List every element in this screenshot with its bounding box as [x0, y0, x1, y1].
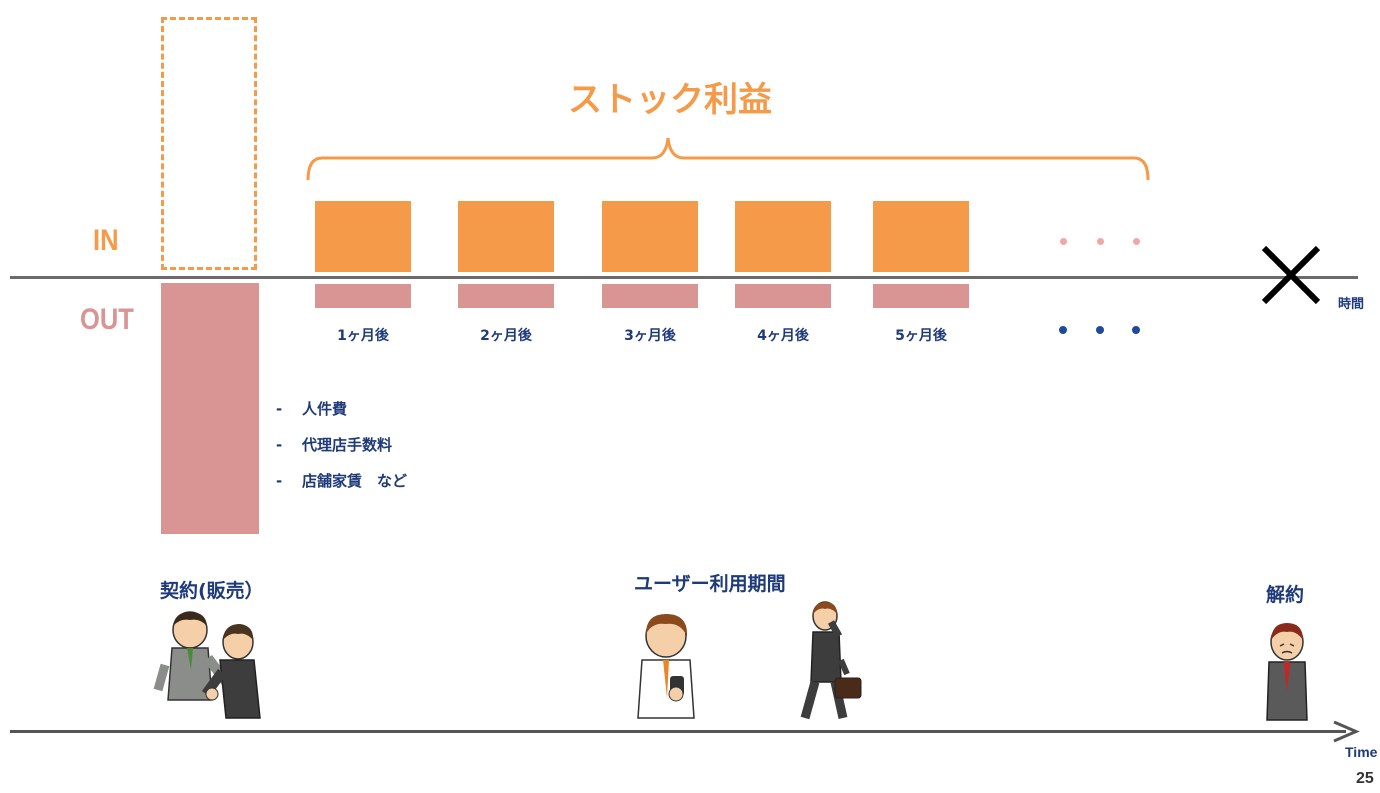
walking-businessman-illustration: [800, 601, 862, 720]
cost-dash: -: [276, 400, 283, 418]
month-1-out-bar: [315, 284, 411, 308]
month-label: 1ヶ月後: [337, 328, 389, 344]
month-1-in-bar: [315, 201, 411, 272]
cancel-x-icon: [1261, 245, 1321, 305]
month-4-in-bar: [735, 201, 831, 272]
month-3-out-bar: [602, 284, 698, 308]
orange-brace-icon: [306, 137, 1150, 181]
month-label: 2ヶ月後: [480, 328, 532, 344]
cost-text: 人件費: [302, 400, 348, 418]
contract-out-bar: [161, 283, 259, 534]
month-5-out-bar: [873, 284, 969, 308]
month-5-in-bar: [873, 201, 969, 272]
phase-cancel-label: 解約: [1266, 584, 1305, 606]
cost-text: 代理店手数料: [302, 436, 393, 454]
stock-profit-title: ストック利益: [568, 80, 772, 120]
time-axis: [10, 730, 1346, 733]
month-2-in-bar: [458, 201, 554, 272]
handshake-people-illustration: [153, 611, 261, 719]
month-label: 3ヶ月後: [624, 328, 676, 344]
in-out-axis: [10, 276, 1358, 279]
month-4-out-bar: [735, 284, 831, 308]
cost-item: - 店舗家賃 など: [276, 470, 407, 491]
month-2-out-bar: [458, 284, 554, 308]
in-label: IN: [93, 224, 119, 257]
time-jp-label: 時間: [1338, 297, 1365, 312]
month-3-in-bar: [602, 201, 698, 272]
sad-businessman-illustration: [1266, 623, 1308, 721]
in-continuation-dots: [1050, 226, 1150, 256]
cost-item: - 代理店手数料: [276, 434, 392, 455]
cost-dash: -: [276, 436, 283, 454]
phase-usage-label: ユーザー利用期間: [634, 573, 786, 595]
time-arrow-icon: [1333, 720, 1360, 743]
time-label: Time: [1345, 744, 1378, 760]
cost-item: - 人件費: [276, 398, 347, 419]
contract-in-dashed-box: [161, 17, 257, 270]
month-label: 4ヶ月後: [757, 328, 809, 344]
out-continuation-dots: [1050, 314, 1150, 344]
cost-text: 店舗家賃 など: [302, 472, 408, 490]
page-number: 25: [1356, 770, 1374, 787]
phase-contract-label: 契約(販売）: [160, 580, 264, 602]
phone-user-illustration: [637, 614, 695, 719]
cost-dash: -: [276, 472, 283, 490]
out-label: OUT: [80, 303, 134, 336]
month-label: 5ヶ月後: [895, 328, 947, 344]
